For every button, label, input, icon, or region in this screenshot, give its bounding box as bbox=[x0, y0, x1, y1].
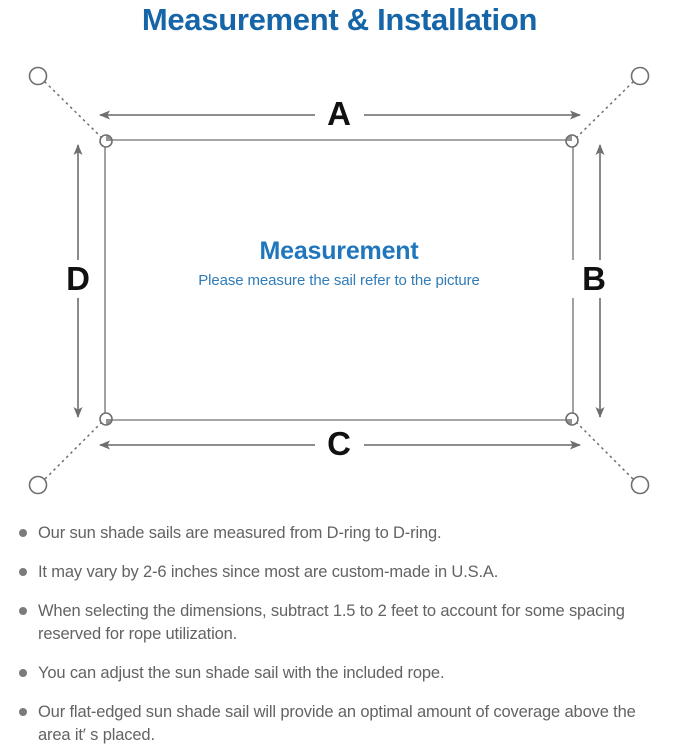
sail-center-caption: Measurement Please measure the sail refe… bbox=[105, 235, 573, 293]
list-item: You can adjust the sun shade sail with t… bbox=[10, 662, 667, 685]
rope-top-left bbox=[41, 78, 103, 139]
note-text: You can adjust the sun shade sail with t… bbox=[38, 664, 445, 682]
rope-bottom-right bbox=[575, 421, 637, 483]
d-ring-top-left-fill bbox=[106, 135, 112, 141]
measurement-heading: Measurement bbox=[259, 237, 419, 265]
rope-top-right bbox=[575, 78, 637, 139]
d-ring-bottom-right-fill bbox=[566, 419, 572, 425]
dimension-label-b: B bbox=[572, 260, 616, 298]
dimension-label-c: C bbox=[315, 425, 363, 463]
notes-list: Our sun shade sails are measured from D-… bbox=[0, 522, 679, 747]
measurement-subheading: Please measure the sail refer to the pic… bbox=[198, 272, 480, 289]
note-text: It may vary by 2-6 inches since most are… bbox=[38, 563, 499, 581]
note-text: Our sun shade sails are measured from D-… bbox=[38, 524, 442, 542]
bullet-icon bbox=[19, 568, 27, 576]
bullet-icon bbox=[19, 708, 27, 716]
list-item: When selecting the dimensions, subtract … bbox=[10, 600, 667, 646]
d-ring-bottom-left-fill bbox=[106, 419, 112, 425]
note-text: When selecting the dimensions, subtract … bbox=[38, 602, 625, 643]
note-text: Our flat-edged sun shade sail will provi… bbox=[38, 703, 636, 744]
rope-bottom-left bbox=[41, 421, 103, 483]
page-title: Measurement & Installation bbox=[141, 2, 538, 37]
bullet-icon bbox=[19, 529, 27, 537]
list-item: Our sun shade sails are measured from D-… bbox=[10, 522, 667, 545]
list-item: It may vary by 2-6 inches since most are… bbox=[10, 561, 667, 584]
dimension-label-d: D bbox=[56, 260, 100, 298]
anchor-ring-bottom-right bbox=[630, 475, 650, 495]
d-ring-top-right-fill bbox=[566, 135, 572, 141]
bullet-icon bbox=[19, 607, 27, 615]
anchor-ring-top-right bbox=[630, 66, 650, 86]
bullet-icon bbox=[19, 669, 27, 677]
measurement-diagram: A B C D Measurement Please measure the s… bbox=[0, 45, 679, 515]
anchor-ring-top-left bbox=[28, 66, 48, 86]
dimension-label-a: A bbox=[315, 95, 363, 133]
diagram-svg bbox=[28, 66, 650, 495]
anchor-ring-bottom-left bbox=[28, 475, 48, 495]
list-item: Our flat-edged sun shade sail will provi… bbox=[10, 701, 667, 747]
